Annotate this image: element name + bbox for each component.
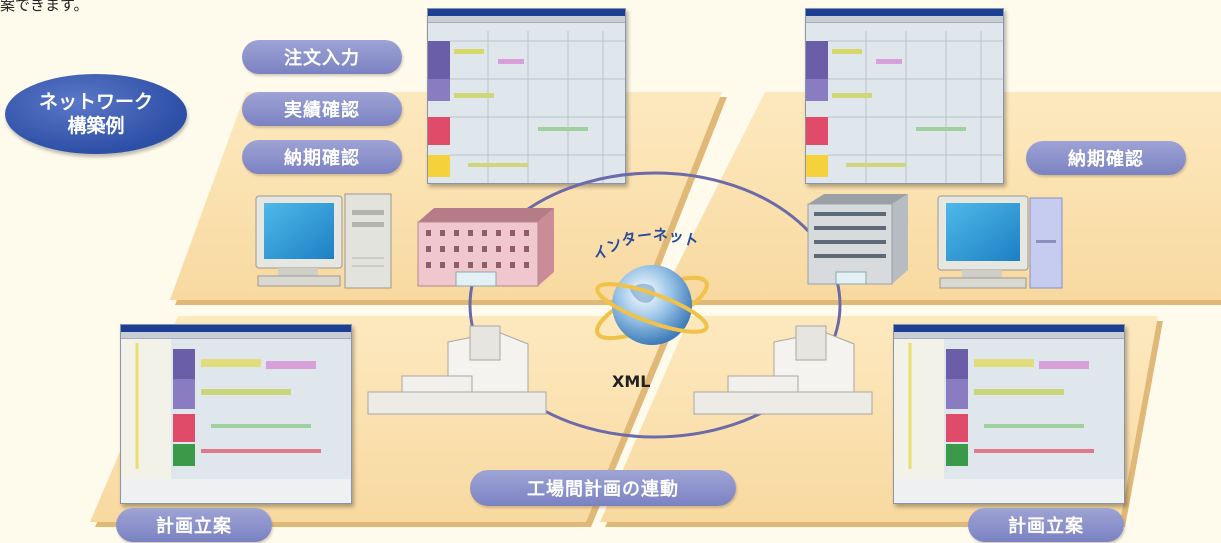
results-check-pill: 実績確認: [242, 92, 402, 126]
inter-factory-link-pill: 工場間計画の連動: [470, 470, 736, 506]
delivery-check-pill-left: 納期確認: [242, 140, 402, 174]
planning-pill-right: 計画立案: [968, 508, 1124, 542]
delivery-check-pill-right: 納期確認: [1026, 141, 1186, 175]
schedule-window-top-left: [427, 8, 626, 184]
schedule-window-top-right: [805, 8, 1004, 184]
intro-text: 案できます。: [0, 0, 89, 14]
network-ring: [468, 171, 842, 439]
planning-window-bottom-left: [120, 324, 352, 504]
gantt-grid-icon: [428, 31, 625, 183]
office-building-right-icon: [807, 194, 908, 285]
xml-label: XML: [612, 372, 651, 391]
planning-grid-icon: [121, 339, 351, 503]
computer-right-icon: [937, 195, 1063, 289]
gantt-grid-icon: [806, 31, 1003, 183]
network-example-badge: ネットワーク 構築例: [5, 74, 187, 154]
planning-window-bottom-right: [893, 324, 1125, 504]
internet-globe-icon: [595, 265, 709, 345]
planning-pill-left: 計画立案: [116, 508, 272, 542]
badge-line1: ネットワーク: [38, 91, 153, 113]
internet-label: インターネット: [590, 226, 701, 265]
badge-line2: 構築例: [67, 115, 125, 137]
order-entry-pill: 注文入力: [242, 40, 402, 74]
planning-grid-icon: [894, 339, 1124, 503]
office-building-left-icon: [417, 208, 554, 287]
factory-right-icon: [693, 325, 873, 415]
factory-left-icon: [367, 325, 547, 415]
computer-left-icon: [255, 193, 392, 289]
